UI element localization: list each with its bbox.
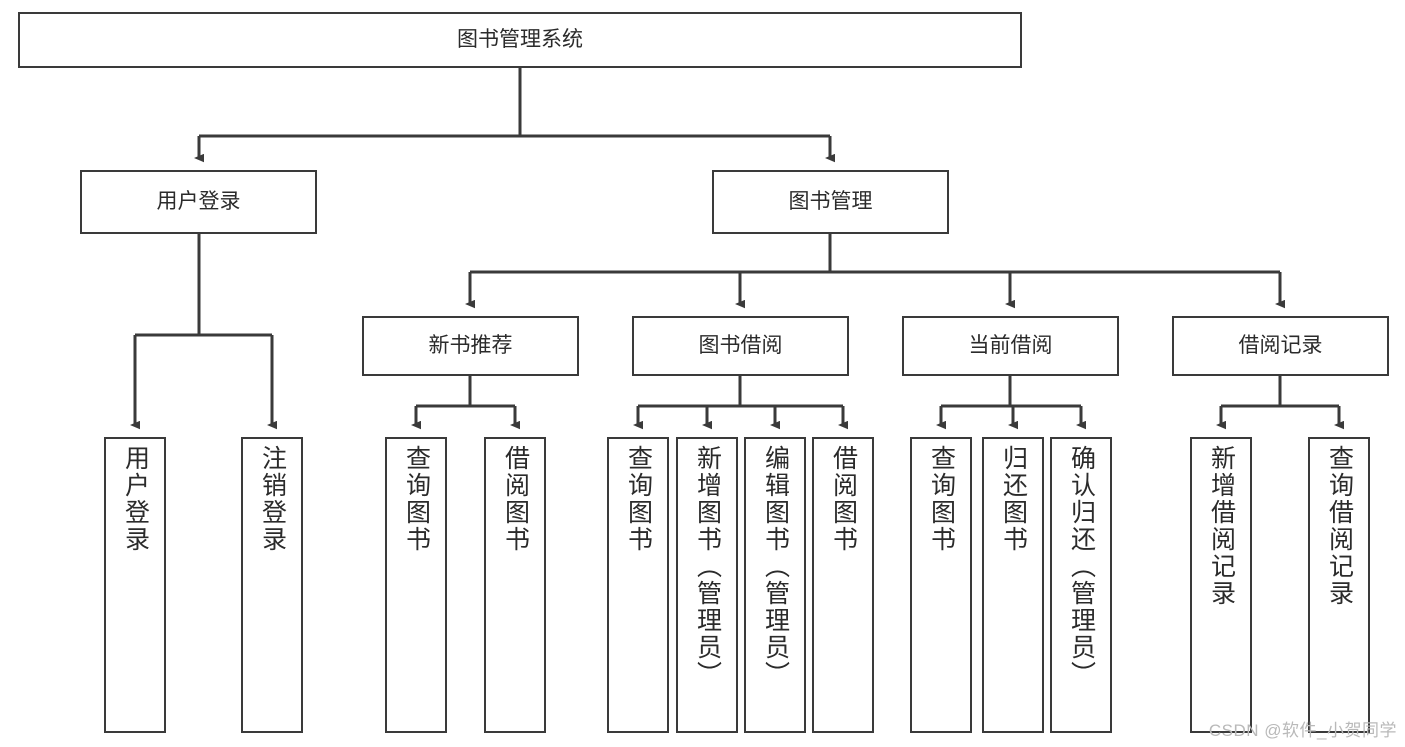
node-leaf-cb-return-book-label: 归还图书	[999, 445, 1028, 553]
node-leaf-br-query-record[interactable]: 查询借阅记录	[1308, 437, 1370, 733]
node-leaf-bb-query-book-label: 查询图书	[624, 445, 653, 553]
csdn-watermark: CSDN @软件_小贺同学	[1208, 721, 1397, 740]
node-new-book-rec[interactable]: 新书推荐	[362, 316, 579, 376]
node-root-system-label: 图书管理系统	[457, 28, 583, 52]
node-leaf-rec-query-book-label: 查询图书	[402, 445, 431, 553]
node-user-login-label: 用户登录	[156, 190, 241, 214]
node-leaf-user-login-label: 用户登录	[121, 445, 150, 553]
node-leaf-bb-borrow-book-label: 借阅图书	[829, 445, 858, 553]
node-leaf-br-query-record-label: 查询借阅记录	[1325, 445, 1354, 607]
node-new-book-rec-label: 新书推荐	[428, 334, 513, 358]
node-leaf-cb-return-book[interactable]: 归还图书	[982, 437, 1044, 733]
node-leaf-rec-query-book[interactable]: 查询图书	[385, 437, 447, 733]
node-leaf-br-add-record[interactable]: 新增借阅记录	[1190, 437, 1252, 733]
node-current-borrow-label: 当前借阅	[968, 334, 1053, 358]
node-book-manage[interactable]: 图书管理	[712, 170, 949, 234]
node-leaf-cb-query-book-label: 查询图书	[927, 445, 956, 553]
node-leaf-bb-borrow-book[interactable]: 借阅图书	[812, 437, 874, 733]
node-leaf-user-login[interactable]: 用户登录	[104, 437, 166, 733]
node-book-manage-label: 图书管理	[788, 190, 873, 214]
node-leaf-br-add-record-label: 新增借阅记录	[1207, 445, 1236, 607]
node-borrow-record-label: 借阅记录	[1238, 334, 1323, 358]
node-current-borrow[interactable]: 当前借阅	[902, 316, 1119, 376]
node-leaf-bb-add-book[interactable]: 新增图书（管理员）	[676, 437, 738, 733]
node-leaf-cb-confirm-return[interactable]: 确认归还（管理员）	[1050, 437, 1112, 733]
node-leaf-bb-edit-book[interactable]: 编辑图书（管理员）	[744, 437, 806, 733]
node-leaf-bb-query-book[interactable]: 查询图书	[607, 437, 669, 733]
node-root-system[interactable]: 图书管理系统	[18, 12, 1022, 68]
node-borrow-record[interactable]: 借阅记录	[1172, 316, 1389, 376]
node-leaf-cb-confirm-return-label: 确认归还（管理员）	[1067, 445, 1096, 688]
node-leaf-logout-label: 注销登录	[258, 445, 287, 553]
node-book-borrow-label: 图书借阅	[698, 334, 783, 358]
node-book-borrow[interactable]: 图书借阅	[632, 316, 849, 376]
node-leaf-rec-borrow-book[interactable]: 借阅图书	[484, 437, 546, 733]
node-leaf-bb-add-book-label: 新增图书（管理员）	[693, 445, 722, 688]
node-leaf-logout[interactable]: 注销登录	[241, 437, 303, 733]
node-leaf-cb-query-book[interactable]: 查询图书	[910, 437, 972, 733]
node-leaf-rec-borrow-book-label: 借阅图书	[501, 445, 530, 553]
node-leaf-bb-edit-book-label: 编辑图书（管理员）	[761, 445, 790, 688]
node-user-login[interactable]: 用户登录	[80, 170, 317, 234]
